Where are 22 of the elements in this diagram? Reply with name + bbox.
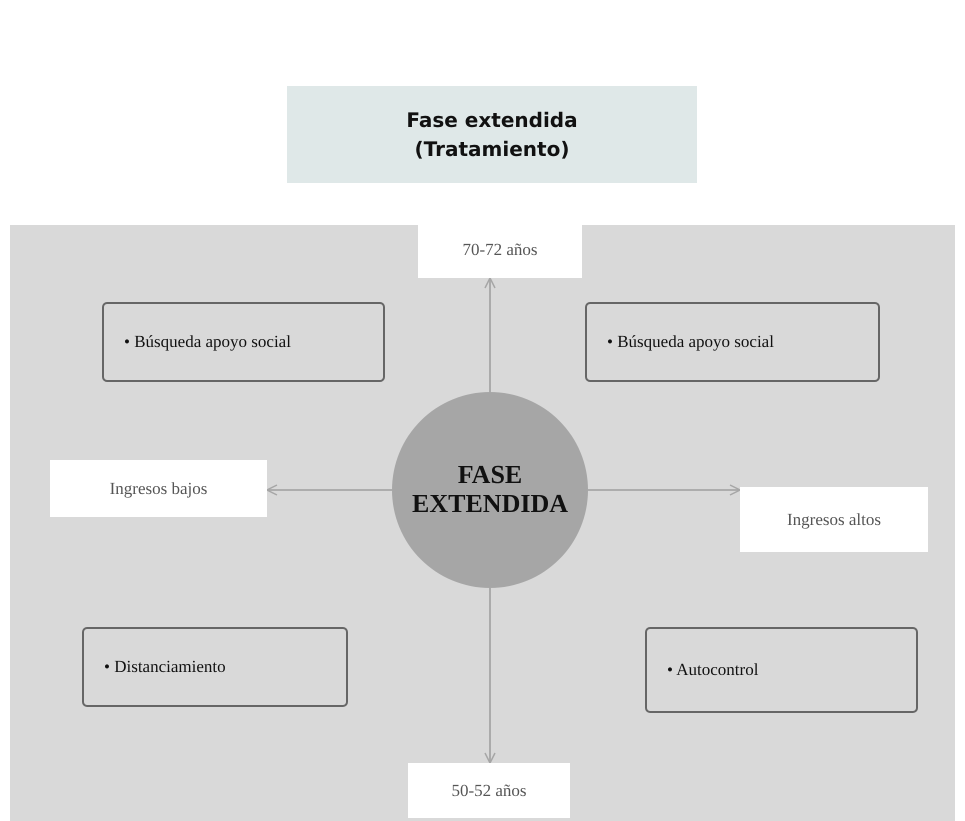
bullet-item: • Autocontrol xyxy=(667,660,758,680)
label-box xyxy=(418,222,582,278)
label-box xyxy=(408,763,570,818)
circle-label: FASE EXTENDIDA xyxy=(410,461,570,519)
arrow xyxy=(484,277,496,392)
rounded-box xyxy=(585,302,880,382)
label-box xyxy=(50,460,267,517)
bullet-item: • Búsqueda apoyo social xyxy=(607,332,774,352)
arrow xyxy=(266,484,392,496)
box-label: 50-52 años xyxy=(451,780,527,800)
arrow xyxy=(588,484,741,496)
rounded-box xyxy=(102,302,385,382)
rounded-box xyxy=(645,627,918,713)
title: Fase extendida (Tratamiento) xyxy=(405,106,579,162)
label-box xyxy=(740,487,928,552)
arrow xyxy=(484,588,496,764)
box-label: Ingresos altos xyxy=(787,510,881,530)
box-label: Ingresos bajos xyxy=(110,478,208,498)
box-label: 70-72 años xyxy=(462,240,538,260)
bullet-item: • Búsqueda apoyo social xyxy=(124,332,291,352)
bullet-item: • Distanciamiento xyxy=(104,657,226,677)
rounded-box xyxy=(82,627,348,707)
